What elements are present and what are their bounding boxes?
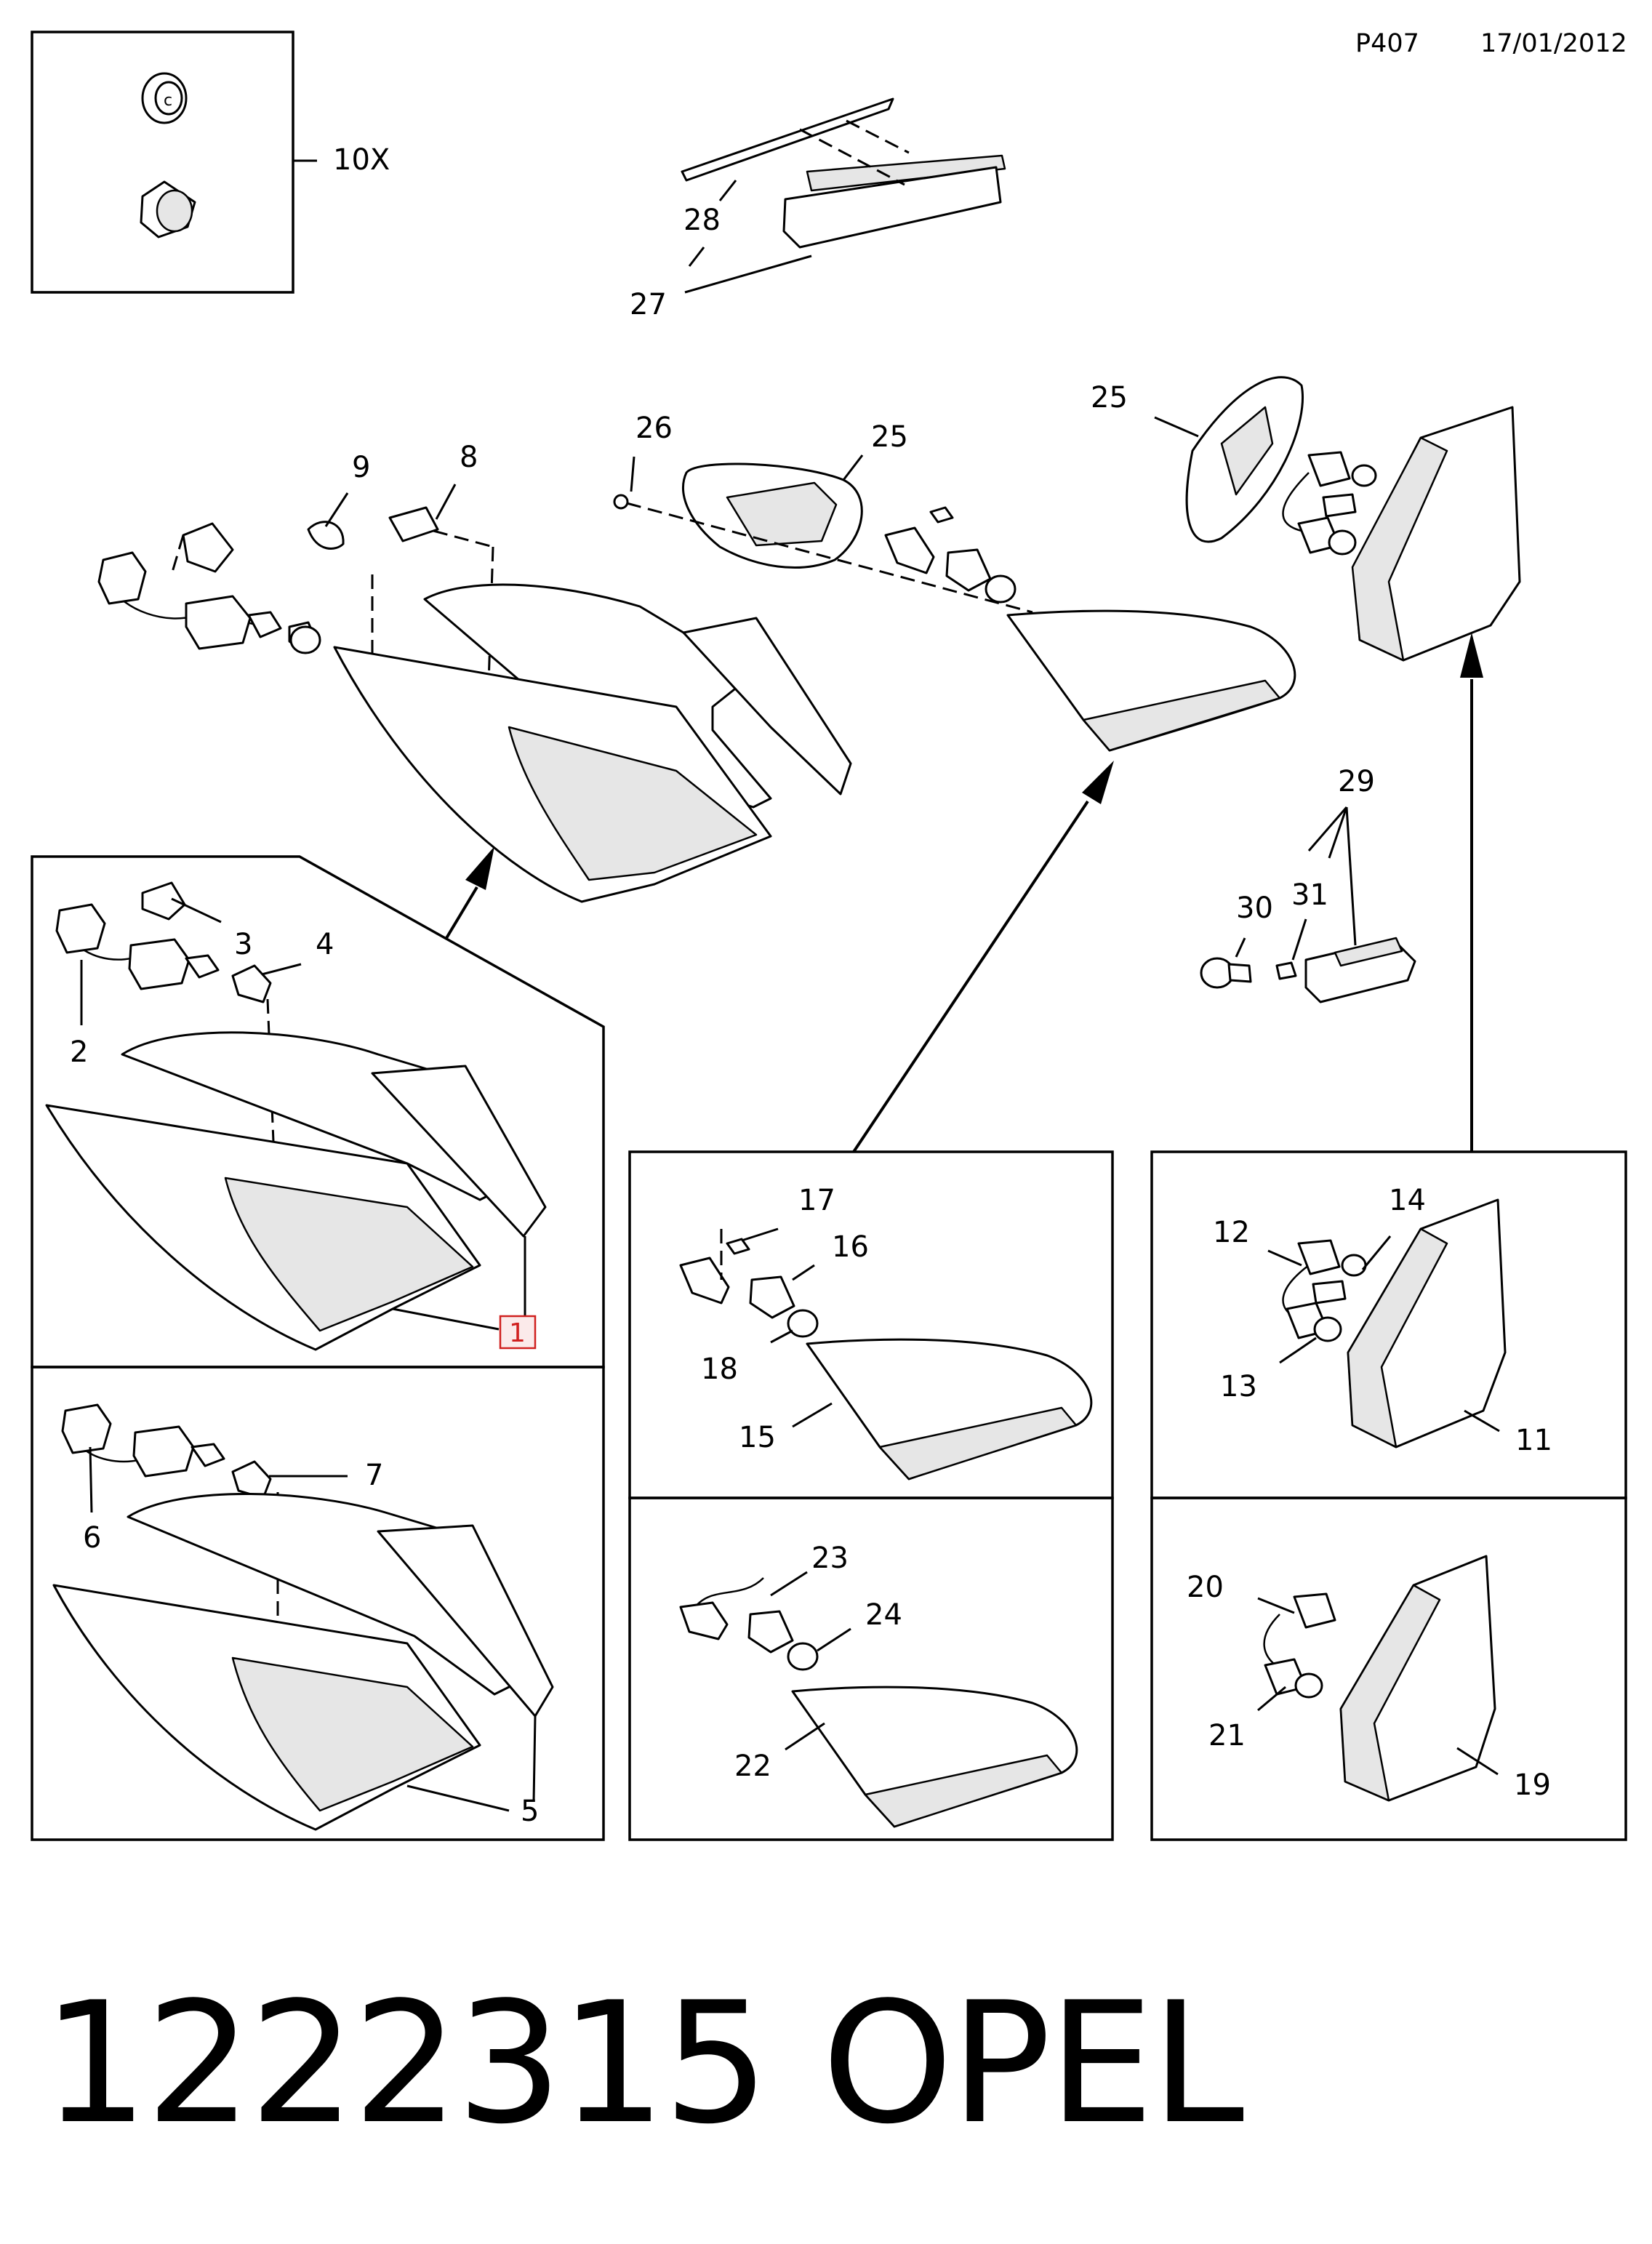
box22-socket <box>679 1601 729 1640</box>
screw-icon <box>613 494 629 510</box>
callout-15: 15 <box>739 1421 776 1454</box>
right-gasket-group: 25 <box>1091 376 1521 1152</box>
callout-6: 6 <box>83 1521 101 1555</box>
callout-14: 14 <box>1389 1184 1426 1217</box>
box5-socket <box>61 1403 112 1454</box>
callout-4: 4 <box>316 928 334 961</box>
stop-lamp-group: 28 27 <box>630 97 1006 321</box>
right-lower-box: 20 21 19 <box>1150 1496 1627 1841</box>
diagram-date: 17/01/2012 <box>1480 29 1627 58</box>
callout-29: 29 <box>1338 765 1375 798</box>
callout-1-highlight <box>499 1315 537 1350</box>
license-bulb <box>1200 957 1235 989</box>
bulb-icon <box>182 522 234 573</box>
callout-9: 9 <box>352 451 370 484</box>
stop-lamp-lens <box>681 97 894 182</box>
wedge-bulb <box>388 506 439 542</box>
harness-socket <box>97 551 147 605</box>
bottom-left-lamp-box: 7 6 5 <box>31 1366 605 1841</box>
callout-3: 3 <box>234 928 252 961</box>
callout-19: 19 <box>1514 1768 1551 1802</box>
page-code: P407 <box>1355 29 1419 58</box>
inset-bulb-3 <box>141 881 186 921</box>
callout-1: 1 <box>509 1318 526 1348</box>
callout-31: 31 <box>1291 878 1328 912</box>
callout-11: 11 <box>1515 1424 1552 1457</box>
gasket-group: 26 25 <box>613 412 1296 1153</box>
center-socket <box>884 526 935 574</box>
part-number: 1222315 <box>42 1967 769 2161</box>
box11-socket-upper <box>1297 1239 1341 1275</box>
callout-12: 12 <box>1213 1216 1250 1249</box>
license-lamp-group: 29 31 30 <box>1200 765 1416 1003</box>
box15-socket <box>679 1257 730 1305</box>
callout-8: 8 <box>460 441 478 474</box>
callout-16: 16 <box>832 1230 869 1264</box>
callout-2: 2 <box>70 1035 88 1069</box>
callout-20: 20 <box>1187 1571 1224 1604</box>
callout-26: 26 <box>635 412 673 445</box>
stop-lamp-housing <box>782 166 1002 249</box>
clip-c-icon: c <box>141 72 188 124</box>
right-upper-box: 12 14 13 11 <box>1150 1150 1627 1499</box>
brand-name: OPEL <box>822 1967 1244 2161</box>
right-socket-upper <box>1307 451 1351 487</box>
svg-text:c: c <box>164 92 172 110</box>
clip-inset-box: c 10X <box>31 31 390 294</box>
middle-upper-box: 17 16 18 15 <box>628 1150 1114 1499</box>
callout-10x: 10X <box>333 143 390 177</box>
callout-13: 13 <box>1220 1370 1257 1403</box>
callout-17: 17 <box>798 1184 835 1217</box>
inset-socket <box>55 903 106 954</box>
callout-28: 28 <box>683 204 721 237</box>
callout-30: 30 <box>1236 891 1273 925</box>
callout-25-right: 25 <box>1091 381 1128 414</box>
clip-sleeve-icon <box>140 180 196 239</box>
callout-18: 18 <box>701 1353 738 1386</box>
callout-24: 24 <box>865 1598 902 1632</box>
middle-lower-box: 23 24 22 <box>628 1496 1114 1841</box>
callout-7: 7 <box>365 1459 383 1492</box>
retainer-clip <box>307 521 345 550</box>
callout-25-top: 25 <box>871 420 908 454</box>
callout-21: 21 <box>1208 1719 1246 1752</box>
inset-lamp-assembly: 3 4 2 1 <box>31 855 605 1369</box>
box19-socket <box>1293 1592 1336 1629</box>
callout-22: 22 <box>734 1750 771 1783</box>
upper-left-lamp-group: 9 8 <box>97 441 852 939</box>
callout-27: 27 <box>630 288 667 321</box>
inset-bulb-4 <box>231 964 272 1003</box>
box5-bulb <box>231 1460 272 1499</box>
callout-23: 23 <box>811 1542 849 1575</box>
callout-5: 5 <box>521 1795 539 1828</box>
